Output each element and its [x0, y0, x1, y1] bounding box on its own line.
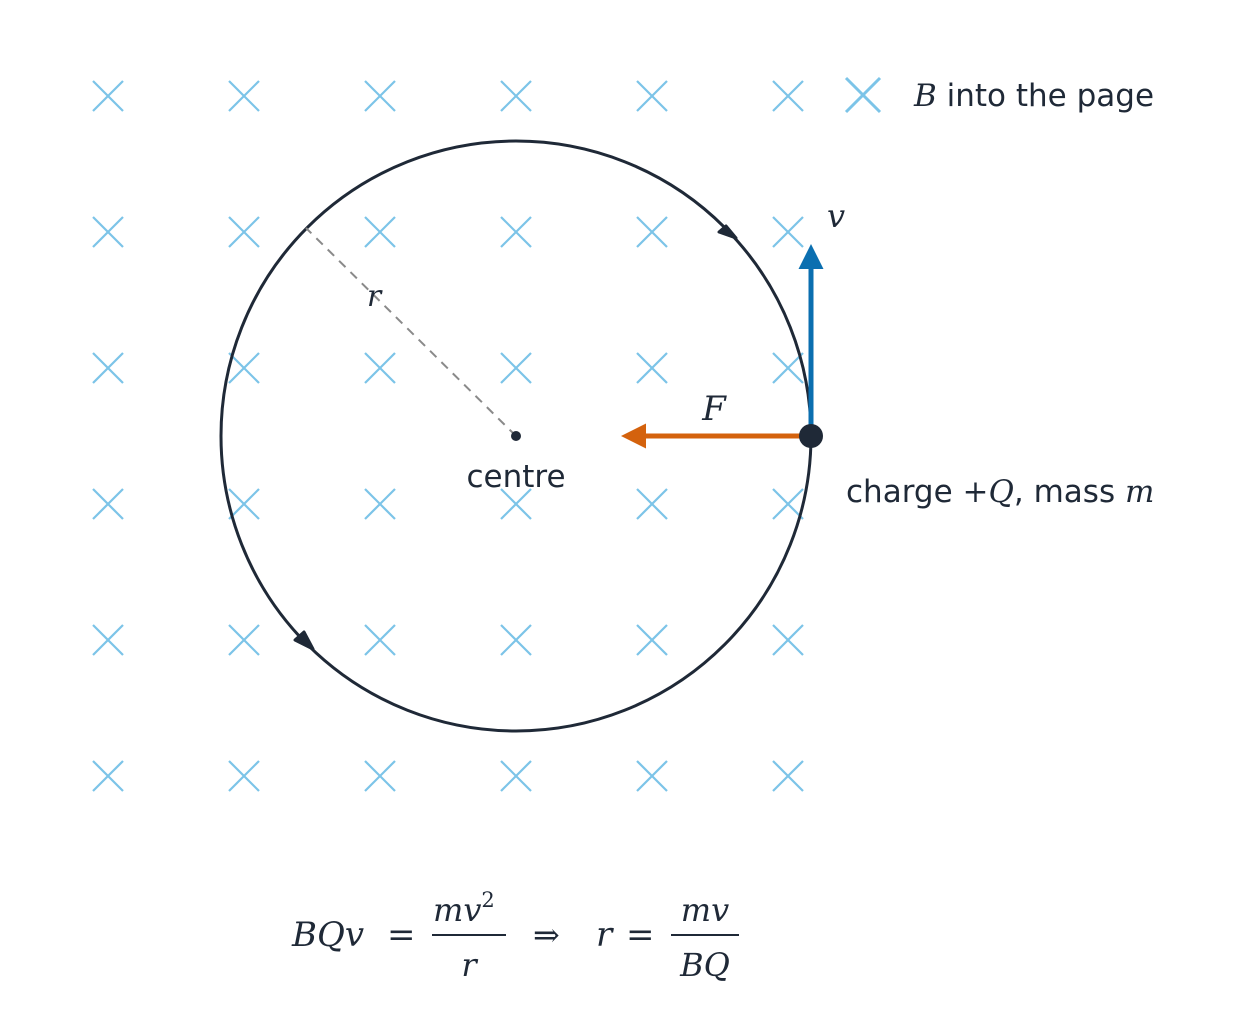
field-cross-icon: [92, 216, 124, 248]
equation-equals-1: =: [387, 915, 416, 955]
field-cross-icon: [772, 216, 804, 248]
field-cross-icon: [364, 216, 396, 248]
fraction-1-numerator-exponent: 2: [481, 888, 494, 912]
fraction-1-numerator-base: mv: [433, 891, 481, 929]
velocity-label: v: [827, 197, 845, 235]
field-cross-icon: [772, 352, 804, 384]
legend-label: into the page: [937, 78, 1154, 114]
fraction-2-numerator: mv: [681, 891, 729, 929]
equation-lhs: BQv: [291, 915, 364, 955]
field-cross-icon: [636, 80, 668, 112]
field-cross-icon: [500, 80, 532, 112]
path-direction-arrow-top: [717, 224, 738, 240]
field-cross-icon: [228, 488, 260, 520]
charge-label-mid: , mass: [1014, 474, 1125, 510]
field-cross-icon: [636, 352, 668, 384]
field-cross-icon: [772, 624, 804, 656]
field-cross-icon: [364, 624, 396, 656]
field-cross-icon: [636, 624, 668, 656]
mass-symbol: m: [1125, 474, 1154, 510]
legend-text: B into the page: [913, 78, 1154, 114]
path-direction-arrow-bottom: [293, 630, 315, 651]
field-cross-icon: [364, 760, 396, 792]
centre-label: centre: [466, 459, 565, 495]
field-cross-icon: [500, 488, 532, 520]
field-cross-icon: [636, 488, 668, 520]
force-label: F: [701, 389, 727, 429]
field-cross-icon: [228, 760, 260, 792]
field-cross-icon: [92, 80, 124, 112]
legend-symbol: B: [913, 78, 937, 114]
field-cross-icon: [228, 80, 260, 112]
field-cross-icon: [364, 488, 396, 520]
field-cross-icon: [772, 760, 804, 792]
charge-symbol: +Q: [963, 474, 1014, 510]
field-cross-icon: [92, 352, 124, 384]
charge-particle: [799, 424, 823, 448]
field-cross-icon: [92, 488, 124, 520]
charge-label: charge +Q, mass m: [846, 474, 1154, 510]
field-cross-icon: [500, 216, 532, 248]
field-cross-icon: [636, 760, 668, 792]
field-cross-icon: [92, 624, 124, 656]
field-cross-icon: [772, 80, 804, 112]
radius-line: [305, 227, 517, 437]
field-cross-icon: [500, 624, 532, 656]
field-legend: B into the page: [844, 76, 1154, 114]
fraction-2-denominator: BQ: [679, 946, 730, 984]
cross-icon: [844, 76, 882, 114]
field-cross-icon: [500, 352, 532, 384]
field-cross-icon: [364, 80, 396, 112]
field-cross-icon: [772, 488, 804, 520]
field-cross-icon: [364, 352, 396, 384]
fraction-1-numerator: mv2: [433, 888, 495, 929]
field-cross-icon: [500, 760, 532, 792]
equation-equals-2: =: [626, 915, 655, 955]
field-cross-icon: [228, 352, 260, 384]
charge-label-prefix: charge: [846, 474, 963, 510]
field-cross-icon: [228, 216, 260, 248]
centre-dot: [511, 431, 521, 441]
field-cross-icon: [92, 760, 124, 792]
equation-r: r: [596, 915, 614, 955]
implies-symbol: ⇒: [533, 916, 560, 954]
field-cross-icon: [636, 216, 668, 248]
radius-label: r: [367, 279, 383, 314]
field-cross-icon: [228, 624, 260, 656]
magnetic-field-crosses: [92, 80, 804, 792]
fraction-1-denominator: r: [461, 946, 478, 984]
radius-equation: BQv = mv2 r ⇒ r = mv BQ: [291, 888, 739, 984]
